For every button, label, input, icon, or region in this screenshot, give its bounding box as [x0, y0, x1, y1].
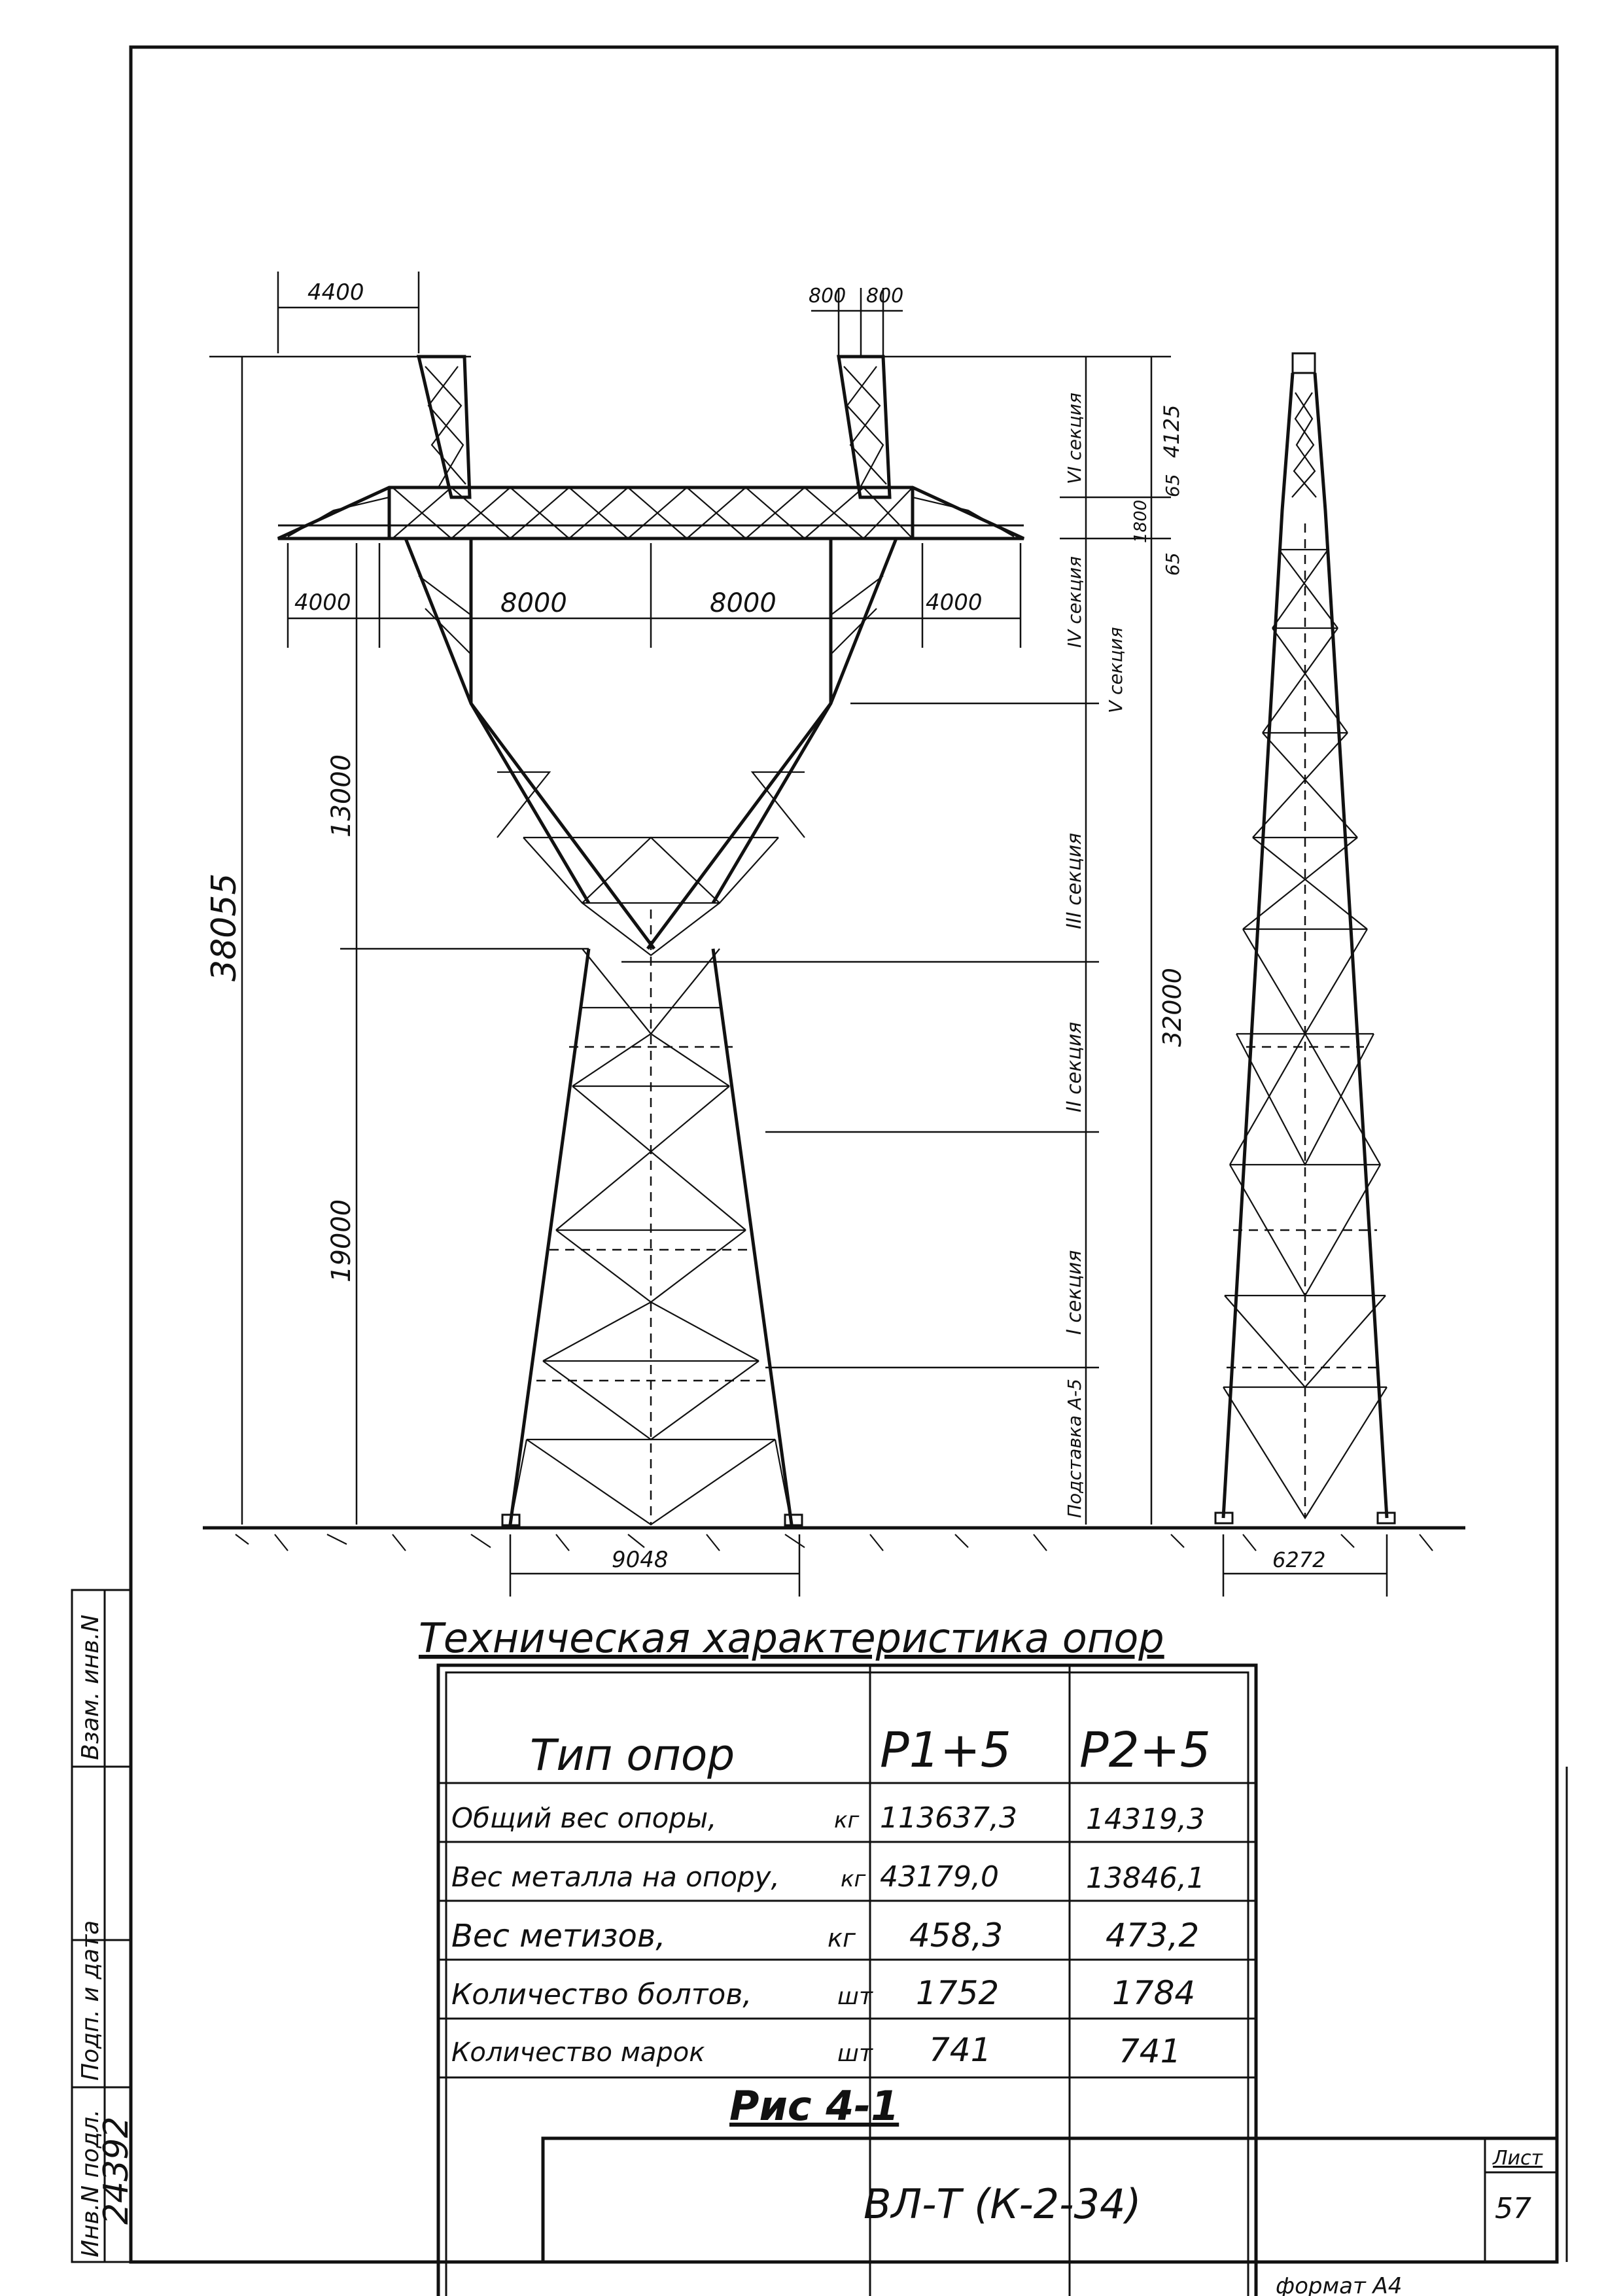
- table-row-unit: шт: [837, 1983, 873, 2010]
- side-inv-label: Инв.N подл.: [77, 2110, 104, 2257]
- dim-right-total: 32000: [1158, 968, 1187, 1047]
- table-header-label: Тип опор: [530, 1730, 735, 1780]
- section-label-v: V секция: [1105, 627, 1126, 713]
- table-row-value-col2: 473,2: [1106, 1916, 1199, 1954]
- table-row-value-col2: 14319,3: [1086, 1803, 1205, 1836]
- dimension-lines: [209, 272, 1388, 1597]
- dim-base-front: 9048: [612, 1547, 669, 1573]
- dim-right-gap-a: 65: [1162, 474, 1183, 497]
- dim-arm-right-outer: 4000: [926, 590, 983, 616]
- table-row-value-col2: 1784: [1112, 1974, 1195, 2012]
- dim-arm-left-inner: 8000: [500, 588, 567, 618]
- dim-top-right-peak-b: 800: [866, 285, 903, 308]
- table-row-label: Вес металла на опору,: [451, 1861, 780, 1893]
- sheet-number: 57: [1495, 2192, 1531, 2225]
- front-tower-view: [277, 355, 1025, 1527]
- figure-caption: Рис 4-1: [729, 2082, 899, 2130]
- table-row-unit: кг: [834, 1807, 860, 1833]
- dim-top-left-arm: 4400: [307, 279, 364, 306]
- table-header-col2: Р2+5: [1079, 1722, 1211, 1778]
- dim-arm-right-inner: 8000: [710, 588, 777, 618]
- dim-lower-height: 19000: [326, 1199, 357, 1282]
- side-inv-number: 24392: [97, 2117, 136, 2225]
- dim-top-right-peak: 800: [809, 285, 846, 308]
- table-title: Техническая характеристика опор: [419, 1614, 1164, 1662]
- table-row-label: Общий вес опоры,: [451, 1802, 717, 1834]
- dim-total-height: 38055: [205, 874, 244, 981]
- table-header-col1: Р1+5: [880, 1722, 1011, 1778]
- section-label-vi: VI секция: [1064, 393, 1085, 484]
- table-row-unit: шт: [837, 2040, 873, 2067]
- table-row-value-col1: 43179,0: [880, 1860, 999, 1894]
- table-row-value-col1: 1752: [916, 1974, 999, 2012]
- table-row-label: Количество болтов,: [451, 1978, 752, 2011]
- table-row-value-col2: 741: [1119, 2032, 1181, 2070]
- table-row-value-col1: 113637,3: [880, 1801, 1017, 1835]
- section-label-iv: IV секция: [1064, 556, 1085, 648]
- title-block: [541, 2136, 1559, 2264]
- characteristics-table: [436, 1663, 1258, 2296]
- sheet-label: Лист: [1492, 2147, 1544, 2170]
- table-row-value-col1: 458,3: [909, 1916, 1003, 1954]
- dim-right-top: 4125: [1159, 405, 1184, 458]
- table-row-label: Вес метизов,: [451, 1918, 665, 1954]
- dim-right-mid: 1800: [1131, 500, 1151, 543]
- table-row-value-col1: 741: [929, 2031, 991, 2069]
- dim-base-side: 6272: [1272, 1547, 1325, 1572]
- side-sign-label: Подп. и дата: [77, 1920, 104, 2081]
- section-label-base: Подставка А-5: [1064, 1379, 1085, 1518]
- table-row-label: Количество марок: [451, 2038, 705, 2068]
- side-stamp: [71, 1589, 132, 2263]
- document-code: ВЛ-Т (К-2-34): [864, 2180, 1142, 2228]
- ground-line: [203, 1526, 1465, 1551]
- side-tower-view: [1214, 352, 1396, 1525]
- table-row-unit: кг: [828, 1924, 856, 1952]
- side-replace-label: Взам. инв.N: [77, 1615, 104, 1760]
- dim-arm-left-outer: 4000: [294, 590, 351, 616]
- table-row-unit: кг: [841, 1866, 867, 1892]
- table-row-value-col2: 13846,1: [1086, 1862, 1205, 1895]
- section-label-ii: II секция: [1063, 1022, 1086, 1112]
- dim-upper-height: 13000: [326, 754, 357, 838]
- format-label: формат А4: [1276, 2273, 1402, 2296]
- section-label-iii: III секция: [1063, 833, 1086, 929]
- dim-right-gap-b: 65: [1162, 552, 1183, 576]
- section-label-i: I секция: [1063, 1250, 1086, 1335]
